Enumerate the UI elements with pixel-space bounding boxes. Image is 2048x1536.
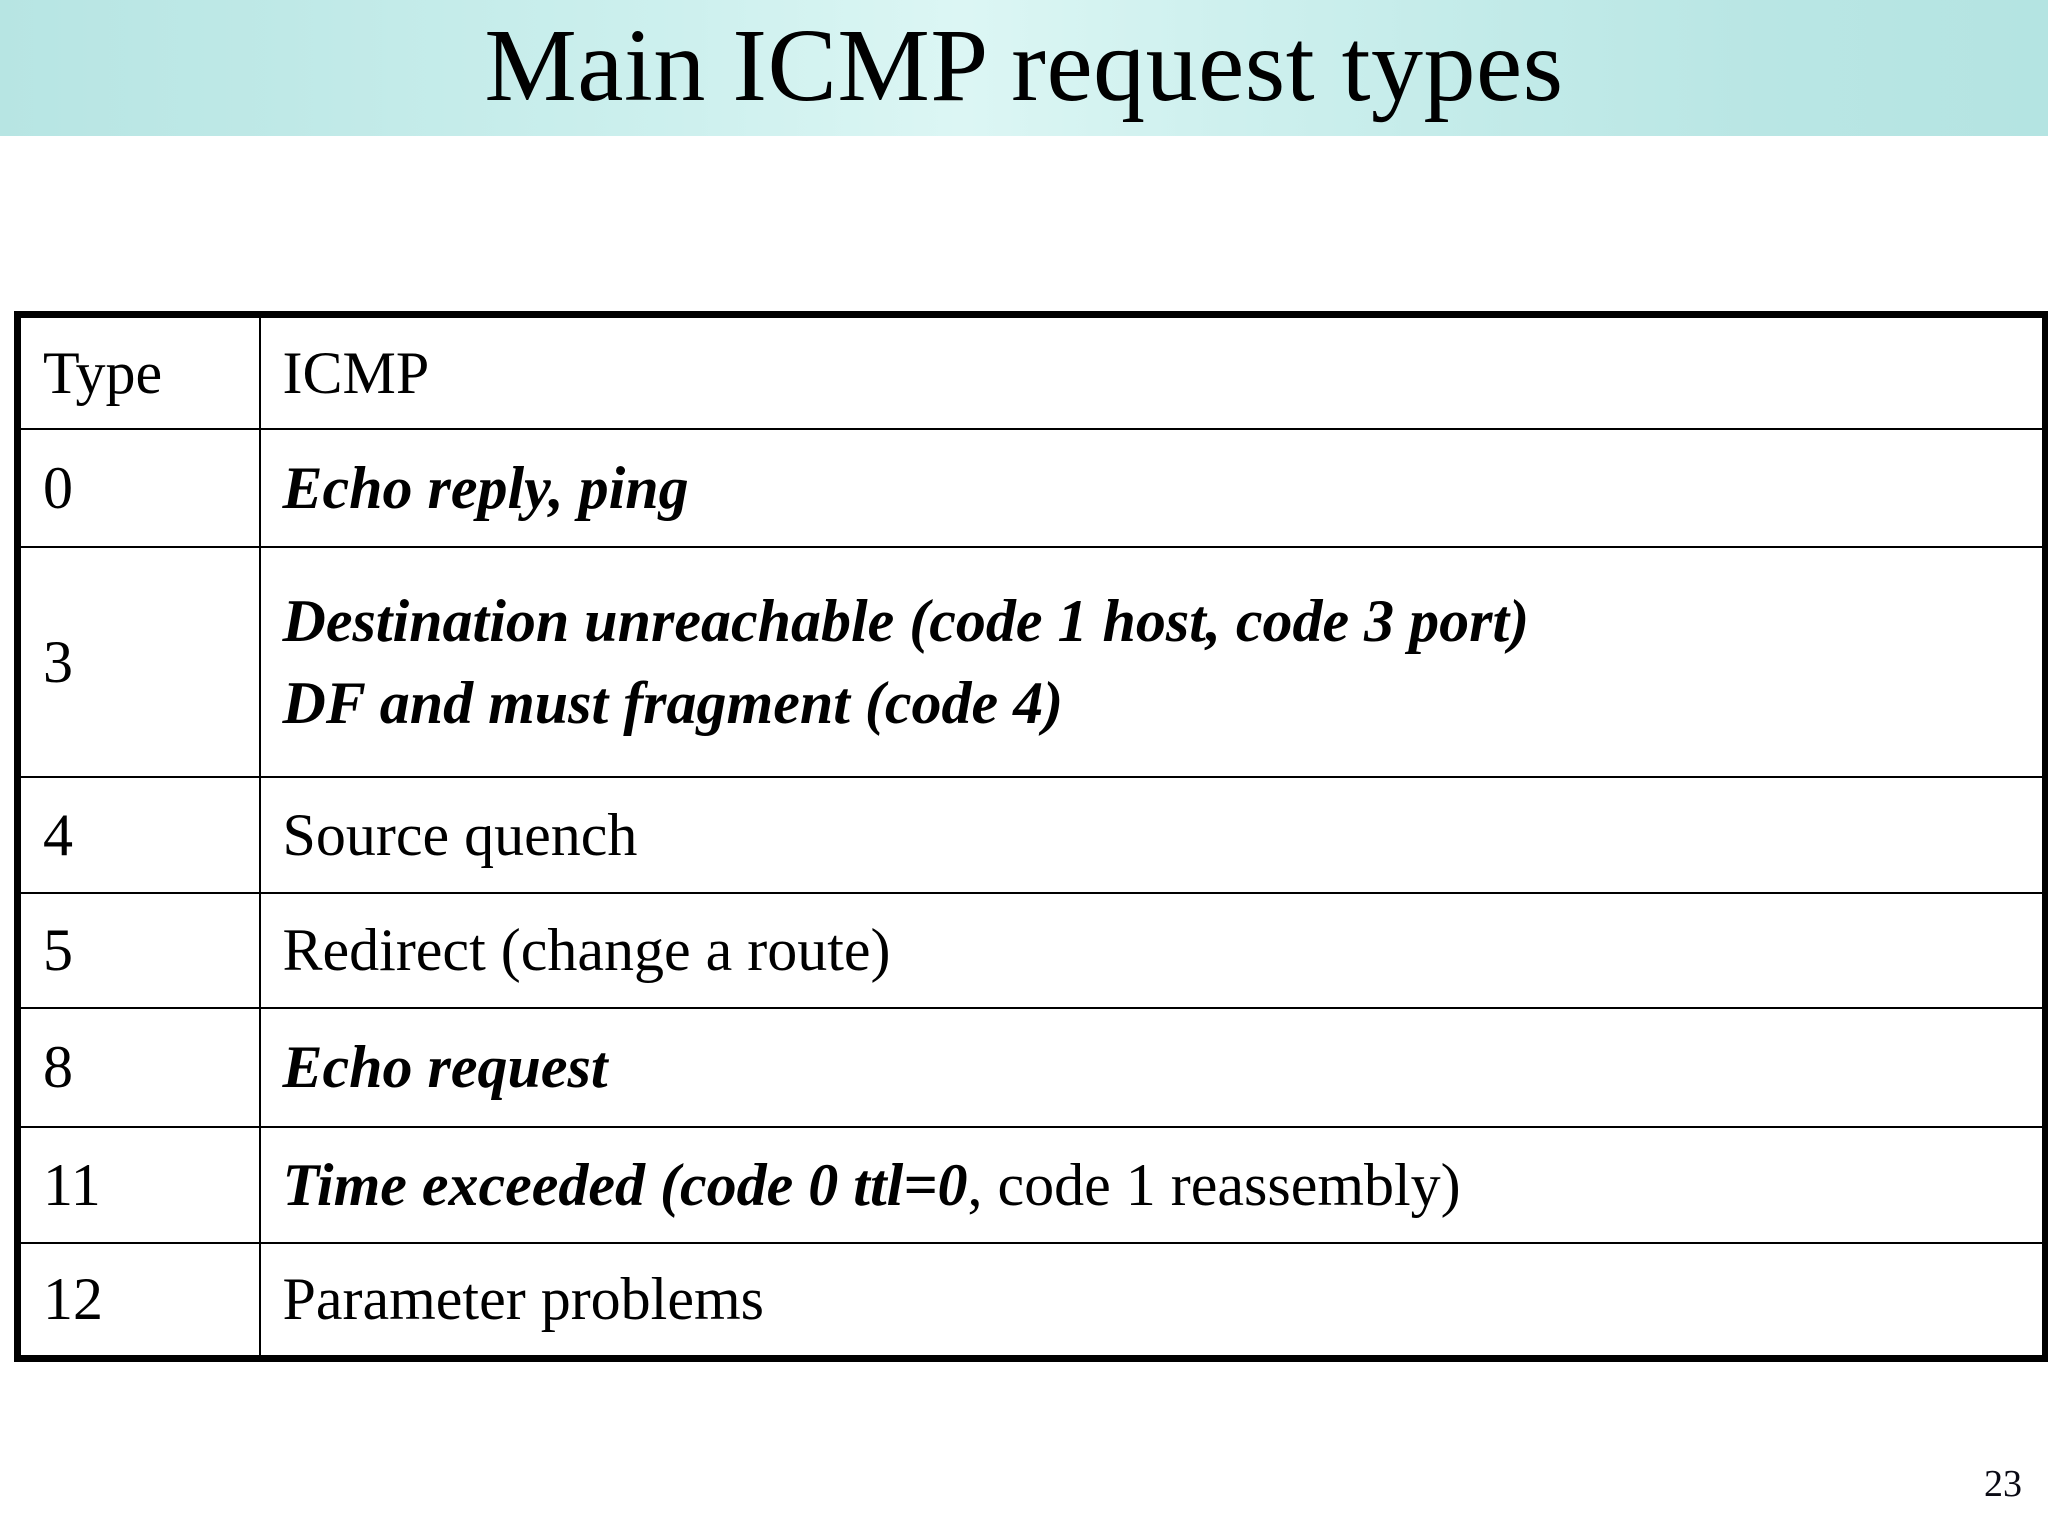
cell-type-value: 3 [14, 545, 261, 778]
cell-type-value: 8 [14, 1006, 261, 1128]
cell-icmp-line1: Time exceeded (code 0 ttl=0 [282, 1151, 968, 1218]
title-band: Main ICMP request types [0, 0, 2048, 136]
table-row: 4 Source quench [14, 775, 2048, 894]
cell-icmp-value: Echo reply, ping [258, 427, 2048, 548]
table-row: 0 Echo reply, ping [14, 427, 2048, 548]
table-row: 8 Echo request [14, 1006, 2048, 1128]
cell-type-value: 4 [14, 775, 261, 894]
column-header-icmp: ICMP [258, 311, 2048, 430]
cell-type-value: 12 [14, 1241, 261, 1362]
cell-icmp-value: Time exceeded (code 0 ttl=0, code 1 reas… [258, 1125, 2048, 1244]
cell-icmp-value: Parameter problems [258, 1241, 2048, 1362]
page-number: 23 [1984, 1463, 2022, 1505]
cell-icmp-value: Echo request [258, 1006, 2048, 1128]
cell-type-value: 5 [14, 891, 261, 1009]
cell-icmp-line1: Redirect (change a route) [282, 917, 891, 983]
page-title: Main ICMP request types [484, 8, 1564, 123]
table-row: 12 Parameter problems [14, 1241, 2048, 1362]
table-header-row: Type ICMP [14, 311, 2048, 430]
cell-type-value: 11 [14, 1125, 261, 1244]
cell-icmp-line2: DF and must fragment (code 4) [282, 669, 1064, 736]
column-header-type: Type [14, 311, 261, 430]
cell-type-value: 0 [14, 427, 261, 548]
cell-icmp-value: Redirect (change a route) [258, 891, 2048, 1009]
cell-icmp-value: Destination unreachable (code 1 host, co… [258, 545, 2048, 778]
cell-icmp-line1: Parameter problems [282, 1266, 765, 1333]
table-row: 3 Destination unreachable (code 1 host, … [14, 545, 2048, 778]
cell-icmp-line1: Echo request [282, 1034, 608, 1100]
cell-icmp-tail: , code 1 reassembly) [967, 1151, 1461, 1218]
table-row: 5 Redirect (change a route) [14, 891, 2048, 1009]
table-row: 11 Time exceeded (code 0 ttl=0, code 1 r… [14, 1125, 2048, 1244]
cell-icmp-line1: Destination unreachable (code 1 host, co… [282, 587, 1530, 654]
cell-icmp-line1: Echo reply, ping [282, 454, 689, 521]
icmp-request-types-table: Type ICMP 0 Echo reply, ping 3 Destinati… [14, 311, 2048, 1362]
cell-icmp-value: Source quench [258, 775, 2048, 894]
cell-icmp-line1: Source quench [282, 801, 638, 868]
